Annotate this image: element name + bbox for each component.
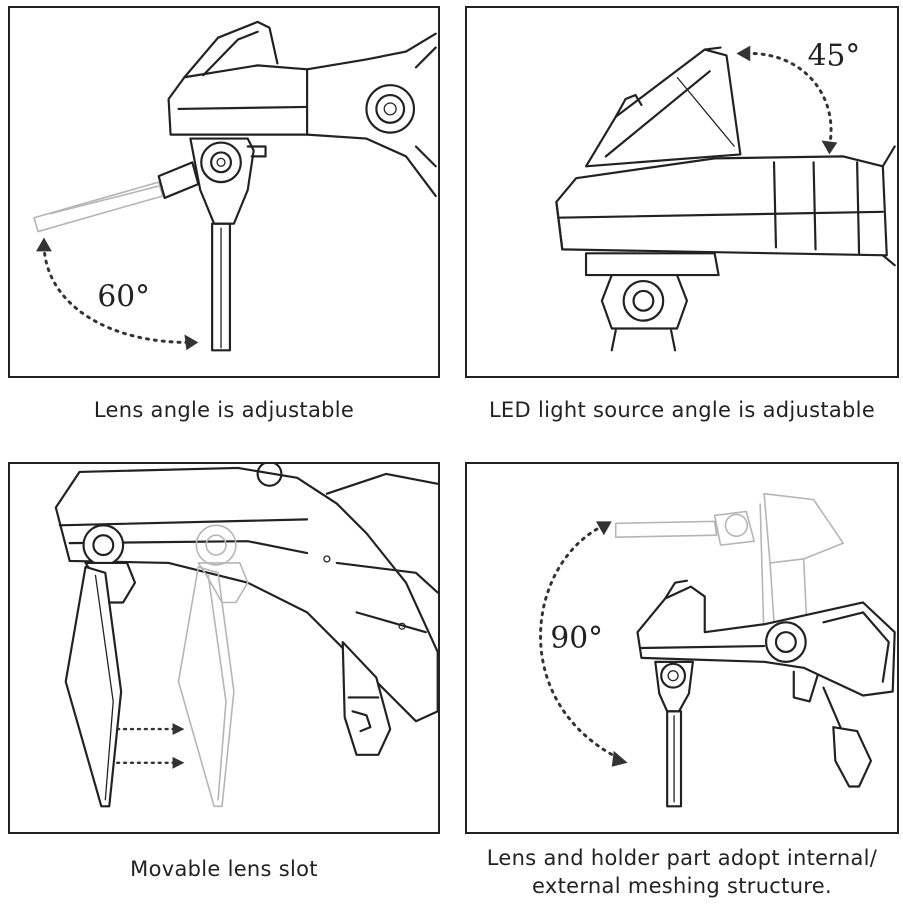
panel-meshing-structure: 90° — [465, 462, 899, 834]
rotation-arrow — [736, 45, 838, 155]
caption-led-angle: LED light source angle is adjustable — [465, 396, 899, 424]
panel-led-angle: 45° — [465, 6, 899, 378]
caption-meshing-structure: Lens and holder part adopt internal/ ext… — [465, 844, 899, 900]
led-hood — [584, 46, 742, 168]
scope-head-body — [636, 579, 896, 697]
caption-text: Movable lens slot — [130, 857, 318, 881]
lens-pivot — [584, 252, 720, 352]
lens-pivot — [189, 137, 267, 225]
caption-movable-lens-slot: Movable lens slot — [8, 855, 440, 883]
movement-arrows — [115, 723, 185, 769]
meshing-illustration: 90° — [539, 492, 896, 808]
caption-lens-angle: Lens angle is adjustable — [8, 396, 440, 424]
lens-holder-ghost — [177, 524, 249, 808]
grip — [792, 670, 873, 788]
caption-line-1: Lens and holder part adopt internal/ — [486, 846, 878, 870]
lens-probe — [211, 222, 232, 352]
lens-holder-solid — [64, 524, 137, 808]
panel-movable-lens-slot — [8, 462, 440, 834]
panel-lens-angle: 60° — [8, 6, 440, 378]
scope-head-body — [54, 464, 438, 723]
scope-head-body — [555, 145, 896, 267]
caption-text: Lens angle is adjustable — [93, 398, 355, 422]
led-angle-illustration: 45° — [555, 37, 896, 352]
angle-label: 45° — [808, 37, 861, 72]
grip — [341, 640, 392, 756]
angle-label: 90° — [550, 620, 603, 655]
rotation-arrow — [539, 521, 628, 767]
caption-text: LED light source angle is adjustable — [488, 398, 876, 422]
caption-line-2: external meshing structure. — [532, 874, 832, 898]
rotation-arrow — [36, 237, 199, 351]
lens-angle-illustration: 60° — [33, 20, 437, 352]
ghost-lens-arm — [33, 181, 164, 233]
lens-pivot — [654, 660, 694, 713]
scope-head-body — [167, 20, 437, 198]
angle-label: 60° — [97, 279, 150, 314]
lens-probe — [666, 710, 683, 808]
lens-slot-illustration — [54, 464, 438, 808]
